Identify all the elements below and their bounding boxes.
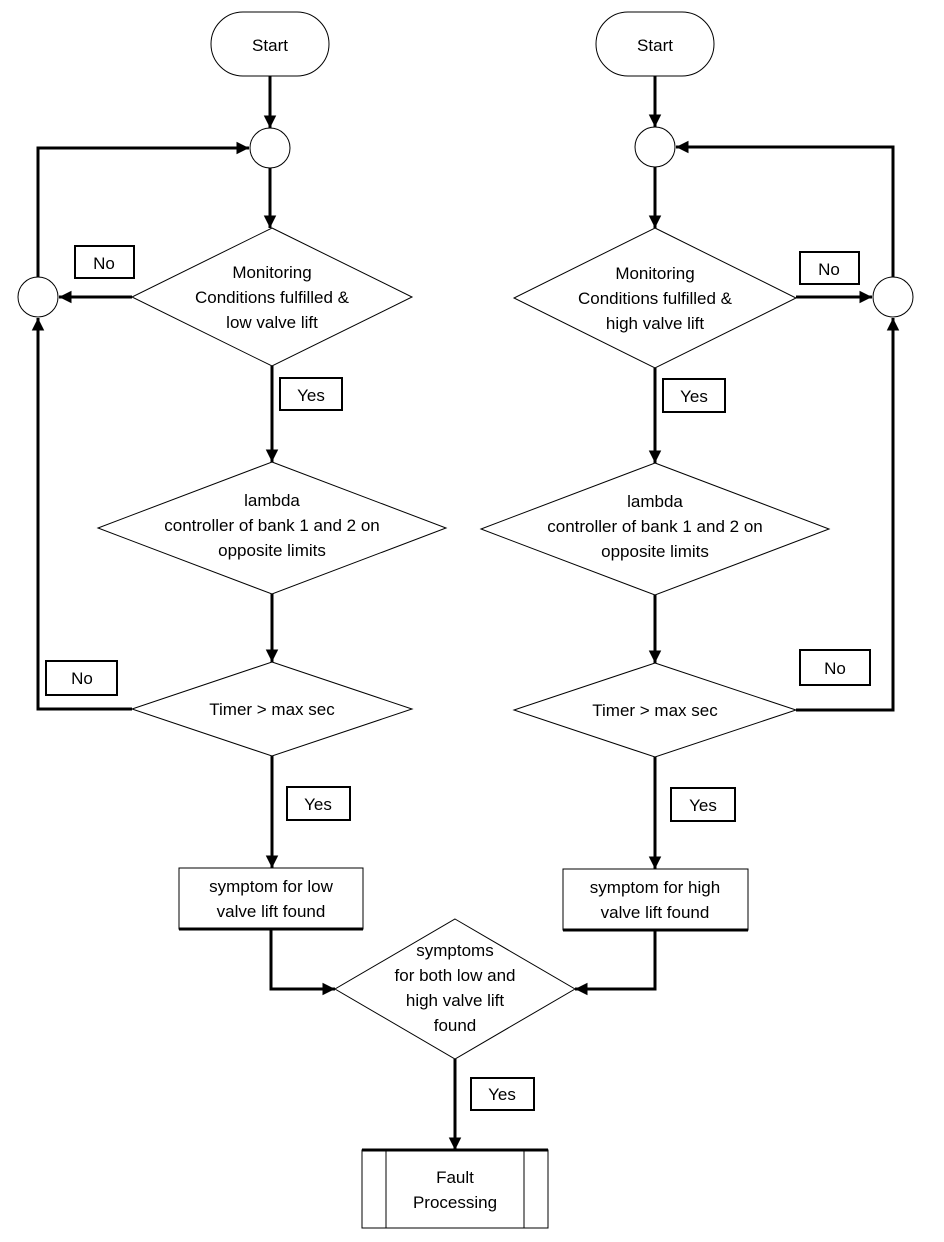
both-symptoms-line-3: high valve lift	[406, 991, 505, 1010]
left-lambda-line-1: lambda	[244, 491, 300, 510]
fault-processing-line-2: Processing	[413, 1193, 497, 1212]
left-lambda-line-2: controller of bank 1 and 2 on	[164, 516, 379, 535]
right-yes-timer-label: Yes	[689, 796, 717, 815]
left-monitoring-line-2: Conditions fulfilled &	[195, 288, 350, 307]
bottom-yes-label: Yes	[488, 1085, 516, 1104]
right-arrow-symptom-to-both	[575, 930, 657, 996]
right-no-monitor-label: No	[818, 260, 840, 279]
left-yes-timer-box	[286, 786, 351, 821]
left-monitoring-line-1: Monitoring	[232, 263, 311, 282]
left-yes-monitor-box	[279, 377, 343, 411]
left-symptom-box	[178, 867, 364, 930]
left-top-connector	[249, 127, 291, 169]
right-yes-monitor-label: Yes	[680, 387, 708, 406]
both-symptoms-line-2: for both low and	[395, 966, 516, 985]
right-symptom-line-2: valve lift found	[601, 903, 710, 922]
right-no-monitor-box	[799, 251, 860, 285]
right-symptom-line-1: symptom for high	[590, 878, 720, 897]
right-timer-line-1: Timer > max sec	[592, 701, 718, 720]
right-top-connector	[634, 126, 676, 168]
left-start-label: Start	[252, 36, 288, 55]
left-arrow-timer-no	[31, 318, 132, 711]
left-symptom-line-1: symptom for low	[209, 877, 333, 896]
left-timer-line-1: Timer > max sec	[209, 700, 335, 719]
left-no-monitor-label: No	[93, 254, 115, 273]
right-monitoring-line-3: high valve lift	[606, 314, 705, 333]
right-start-label: Start	[637, 36, 673, 55]
left-yes-monitor-label: Yes	[297, 386, 325, 405]
bottom-yes-box	[470, 1077, 535, 1111]
right-no-timer-label: No	[824, 659, 846, 678]
left-no-monitor-box	[74, 245, 135, 279]
right-side-connector	[872, 276, 914, 318]
left-yes-timer-label: Yes	[304, 795, 332, 814]
left-arrow-symptom-to-both	[269, 929, 335, 996]
right-symptom-box	[562, 868, 749, 931]
right-monitoring-line-1: Monitoring	[615, 264, 694, 283]
left-no-timer-label: No	[71, 669, 93, 688]
right-no-timer-box	[799, 649, 871, 686]
both-symptoms-line-1: symptoms	[416, 941, 493, 960]
right-yes-timer-box	[670, 787, 736, 822]
right-lambda-line-2: controller of bank 1 and 2 on	[547, 517, 762, 536]
fault-processing-line-1: Fault	[436, 1168, 474, 1187]
right-monitoring-line-2: Conditions fulfilled &	[578, 289, 733, 308]
decision-both-symptoms	[334, 918, 576, 1060]
left-arrow-loop-to-top	[36, 141, 249, 277]
fault-processing-box	[361, 1149, 549, 1229]
right-arrow-loop-to-top	[676, 140, 895, 277]
both-symptoms-line-4: found	[434, 1016, 477, 1035]
left-lambda-line-3: opposite limits	[218, 541, 326, 560]
left-no-timer-box	[45, 660, 118, 696]
right-arrow-timer-no	[796, 318, 900, 712]
right-lambda-line-3: opposite limits	[601, 542, 709, 561]
right-lambda-line-1: lambda	[627, 492, 683, 511]
left-monitoring-line-3: low valve lift	[226, 313, 318, 332]
right-yes-monitor-box	[662, 378, 726, 413]
left-side-connector	[17, 276, 59, 318]
left-symptom-line-2: valve lift found	[217, 902, 326, 921]
